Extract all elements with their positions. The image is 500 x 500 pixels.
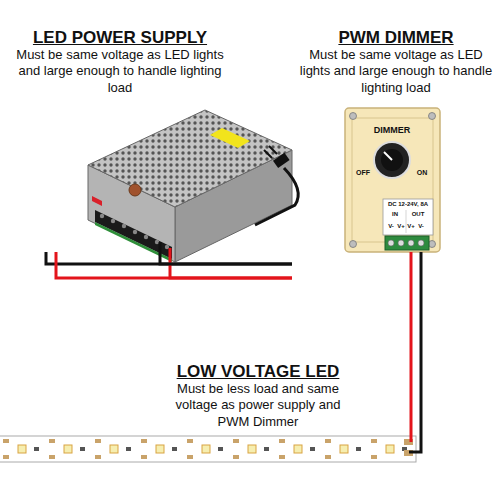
dimmer-drawing [384, 152, 392, 160]
note: Must be less load and same voltage as po… [158, 381, 358, 430]
pin-label: V- [418, 223, 424, 229]
heading: PWM DIMMER [296, 27, 496, 48]
screw [350, 241, 357, 248]
dimmer-drawing [385, 236, 429, 250]
dimmer-drawing [374, 142, 410, 178]
rating-label: DC 12-24V, 8A [388, 201, 428, 207]
terminal-screw [388, 240, 394, 246]
pwm-dimmer: PWM DIMMERMust be same voltage as LED li… [345, 108, 440, 252]
led-wire-stub [409, 436, 416, 452]
screw [429, 241, 436, 248]
switch-label: ON [417, 169, 428, 176]
led-wire-stub [409, 451, 416, 454]
terminal-screw [133, 230, 137, 234]
power-supply-drawing [129, 184, 141, 196]
power-supply-drawing [210, 128, 250, 148]
wire [416, 252, 421, 452]
power-supply-drawing [92, 196, 102, 206]
dimmer-drawing [383, 199, 433, 235]
led-strip-drawing [0, 436, 416, 462]
wire [46, 252, 292, 264]
heading: LED POWER SUPPLY [0, 27, 240, 48]
terminal-screw [122, 224, 126, 228]
heading: LOW VOLTAGE LED [148, 361, 368, 382]
terminal-screw [418, 240, 424, 246]
terminal-screw [111, 219, 115, 223]
terminal-screw [408, 240, 414, 246]
power-supply: LED POWER SUPPLYMust be same voltage as … [86, 108, 292, 282]
terminal-screw [388, 240, 424, 246]
pin-label: V- [388, 223, 394, 229]
power-supply-drawing [273, 153, 290, 168]
led-strip-drawing [0, 436, 416, 462]
power-supply-wire-stub [160, 242, 292, 264]
note: Must be same voltage as LED lights and l… [299, 47, 494, 96]
dimmer-drawing [352, 118, 433, 242]
screw [350, 113, 436, 248]
led-wire-stub [410, 436, 413, 442]
screw [429, 113, 436, 120]
dimmer-drawing [345, 108, 440, 252]
terminal-screw [398, 240, 404, 246]
port-label: IN [392, 211, 398, 217]
power-supply-drawing [264, 146, 277, 158]
pin-label: V+ [407, 223, 415, 229]
dimmer-drawing [381, 149, 403, 171]
pin-label: V+ [397, 223, 405, 229]
wire [56, 252, 292, 278]
dimmer-drawing [345, 108, 440, 252]
screw [350, 113, 357, 120]
power-supply-drawing [88, 110, 298, 262]
port-label: OUT [412, 211, 425, 217]
led-strip: LOW VOLTAGE LEDMust be less load and sam… [0, 436, 416, 462]
terminal-screw [144, 235, 148, 239]
power-supply-wire-stub [160, 242, 292, 278]
panel-label: DIMMER [374, 126, 411, 135]
power-supply-drawing [88, 110, 292, 207]
power-supply-drawing [255, 168, 298, 225]
wire [410, 252, 413, 436]
note: Must be same voltage as LED lights and l… [13, 47, 228, 96]
dimmer-drawing [406, 210, 407, 233]
switch-label: OFF [356, 169, 370, 176]
terminal-screw [100, 214, 104, 218]
